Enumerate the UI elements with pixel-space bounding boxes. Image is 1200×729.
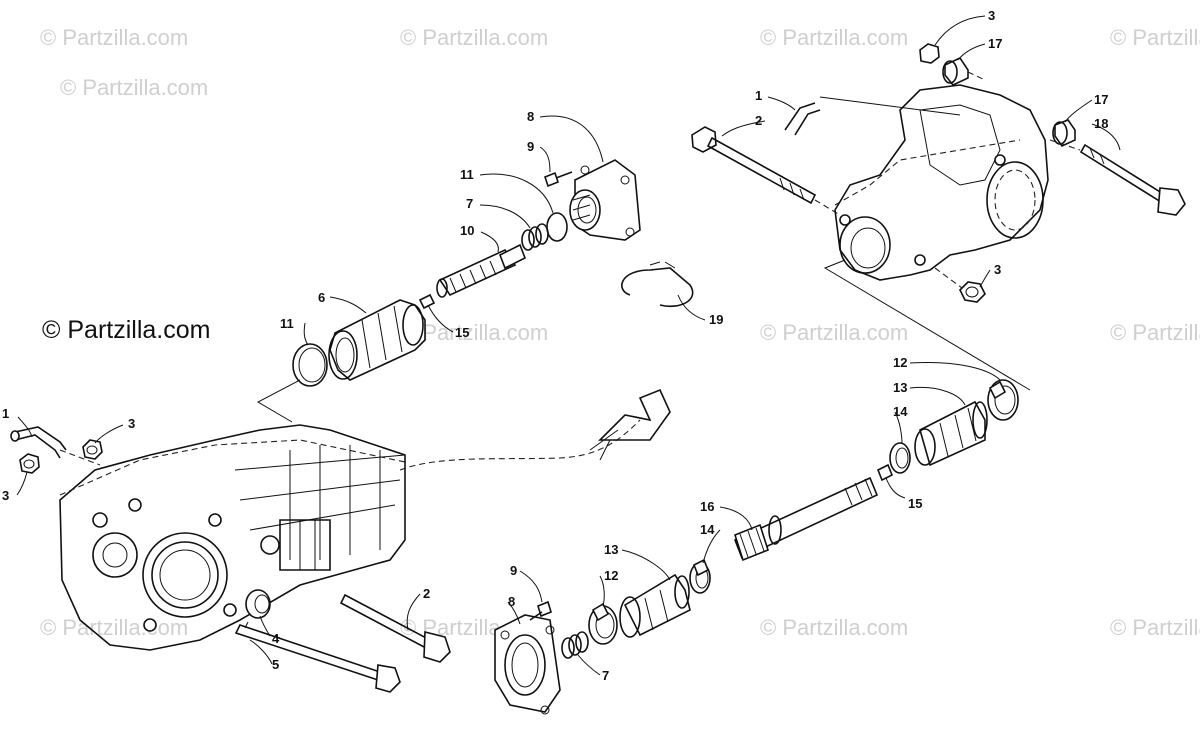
callout-3: 3 [128, 416, 135, 431]
callout-7: 7 [602, 668, 609, 683]
callout-7: 7 [466, 196, 473, 211]
nut-right-lower[interactable] [959, 281, 986, 303]
callout-3: 3 [988, 8, 995, 23]
callout-10: 10 [460, 223, 474, 238]
callout-19: 19 [709, 312, 723, 327]
shaft-10[interactable] [436, 243, 527, 298]
clamp-19[interactable] [621, 261, 694, 307]
assembly-leader [256, 379, 301, 423]
callout-3: 3 [2, 488, 9, 503]
spacer-4[interactable] [245, 589, 271, 619]
callout-12: 12 [604, 568, 618, 583]
wire-harness-path [399, 419, 641, 471]
plug-15-upper[interactable] [418, 293, 436, 310]
bolt-5[interactable] [234, 621, 401, 693]
clamp-14-lower[interactable] [689, 558, 711, 594]
callout-6: 6 [318, 290, 325, 305]
callout-8: 8 [527, 109, 534, 124]
bolt-9-upper[interactable] [544, 171, 573, 188]
housing-8-upper[interactable] [569, 159, 641, 241]
o-ring-11-upper[interactable] [546, 212, 568, 242]
callout-3: 3 [994, 262, 1001, 277]
watermark: © Partzilla.com [1110, 615, 1200, 640]
watermark: © Partzilla.com [1110, 25, 1200, 50]
callout-11: 11 [280, 316, 294, 331]
callout-13: 13 [893, 380, 907, 395]
nut-right-upper[interactable] [919, 43, 940, 64]
bolt-2-left[interactable] [339, 593, 451, 663]
brand-watermark: © Partzilla.com [42, 316, 210, 344]
callout-16: 16 [700, 499, 714, 514]
front-gearcase[interactable] [59, 424, 406, 651]
callout-15: 15 [908, 496, 922, 511]
callout-18: 18 [1094, 116, 1108, 131]
watermark: © Partzilla.com [400, 25, 548, 50]
boot-6[interactable] [328, 299, 426, 381]
spring-7-lower[interactable] [561, 631, 589, 659]
callout-2: 2 [423, 586, 430, 601]
rear-gearcase[interactable] [834, 84, 1049, 281]
callout-14: 14 [893, 404, 908, 419]
nut-left-upper[interactable] [82, 439, 103, 460]
watermark: © Partzilla.com [1110, 320, 1200, 345]
rear-leader [823, 259, 1031, 391]
clamp-14-right[interactable] [889, 442, 911, 474]
bolt-18[interactable] [1079, 143, 1186, 216]
callout-1: 1 [755, 88, 762, 103]
callout-4: 4 [272, 631, 280, 646]
wire-connector[interactable] [589, 388, 671, 461]
callout-17: 17 [1094, 92, 1108, 107]
callout-14: 14 [700, 522, 715, 537]
watermark: © Partzilla.com [760, 25, 908, 50]
housing-8-lower[interactable] [494, 614, 561, 715]
shaft-16[interactable] [733, 476, 879, 562]
callout-1: 1 [2, 406, 9, 421]
callouts: 1 3 3 4 5 2 6 11 15 10 7 11 9 8 19 1 2 3… [2, 8, 1108, 683]
boot-13-lower[interactable] [619, 573, 691, 638]
watermark: © Partzilla.com [760, 615, 908, 640]
nut-left-lower[interactable] [19, 453, 40, 474]
callout-5: 5 [272, 657, 279, 672]
bolt-2-right[interactable] [691, 126, 817, 205]
leader-lines [16, 15, 1121, 676]
clamp-12-lower[interactable] [588, 602, 618, 645]
plug-15-right[interactable] [876, 463, 894, 482]
boot-13-right[interactable] [914, 400, 988, 467]
callout-11: 11 [460, 167, 474, 182]
callout-8: 8 [508, 594, 515, 609]
callout-9: 9 [510, 563, 517, 578]
callout-9: 9 [527, 139, 534, 154]
o-ring-11-left[interactable] [292, 343, 328, 387]
watermark: © Partzilla.com [760, 320, 908, 345]
callout-2: 2 [755, 113, 762, 128]
clamp-12-right[interactable] [987, 379, 1019, 421]
spacer-17-upper[interactable] [942, 56, 969, 86]
bolt-9-lower[interactable] [529, 600, 552, 621]
watermark: © Partzilla.com [40, 615, 188, 640]
watermark: © Partzilla.com [60, 75, 208, 100]
breather-hose-right[interactable] [784, 102, 821, 136]
spacer-17-right[interactable] [1052, 119, 1076, 148]
breather-hose-left[interactable] [10, 426, 67, 459]
callout-15: 15 [455, 325, 469, 340]
watermark: © Partzilla.com [40, 25, 188, 50]
spring-7-upper[interactable] [521, 223, 549, 251]
callout-13: 13 [604, 542, 618, 557]
callout-12: 12 [893, 355, 907, 370]
watermark-layer: © Partzilla.com © Partzilla.com © Partzi… [40, 25, 1200, 640]
callout-17: 17 [988, 36, 1002, 51]
